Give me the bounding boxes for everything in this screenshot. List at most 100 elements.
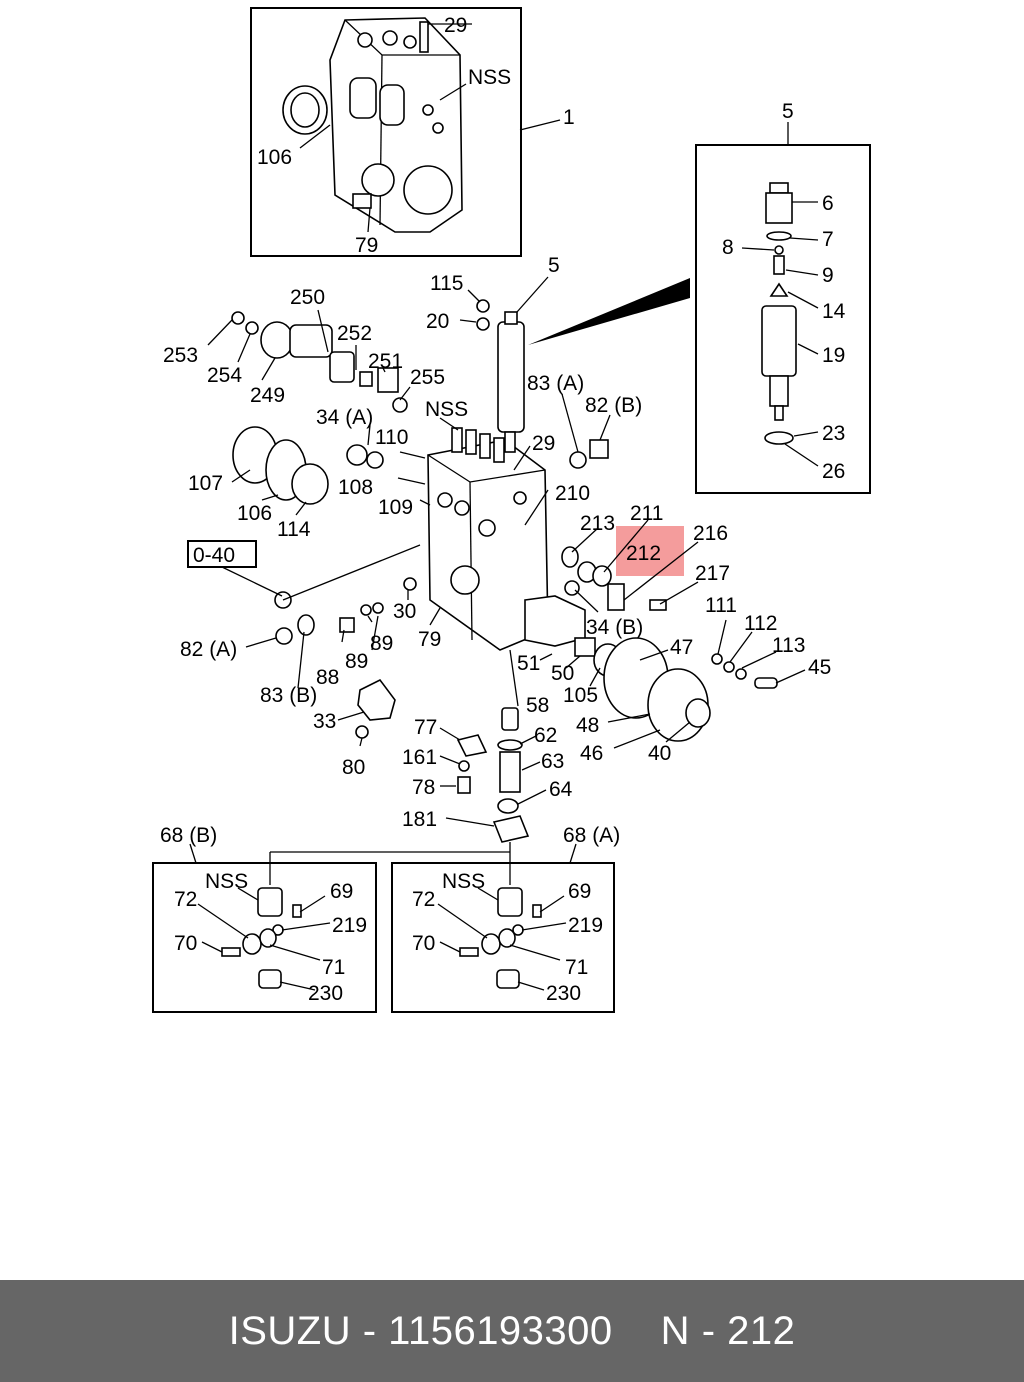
label-113: 113 — [772, 634, 805, 657]
label-216: 216 — [693, 522, 728, 545]
label-5: 5 — [548, 254, 560, 277]
label-nss: NSS — [468, 66, 511, 89]
inset-delivery-valve-box — [695, 144, 871, 494]
label-20: 20 — [426, 310, 449, 333]
label-nss: NSS — [442, 870, 485, 893]
label-88: 88 — [316, 666, 339, 689]
label-69: 69 — [568, 880, 591, 903]
label-nss: NSS — [205, 870, 248, 893]
inset-pump-housing-box — [250, 7, 522, 257]
label-71: 71 — [565, 956, 588, 979]
label-29: 29 — [444, 14, 467, 37]
label-78: 78 — [412, 776, 435, 799]
label-77: 77 — [414, 716, 437, 739]
label-9: 9 — [822, 264, 834, 287]
label-211: 211 — [630, 502, 663, 525]
label-46: 46 — [580, 742, 603, 765]
delivery-valve-drawing — [761, 182, 797, 445]
exploded-parts-diagram: 29 NSS 1 106 79 5 6 7 8 9 14 19 23 26 11… — [152, 7, 871, 1013]
separator: - — [362, 1308, 377, 1353]
label-48: 48 — [576, 714, 599, 737]
label-219: 219 — [568, 914, 603, 937]
label-8: 8 — [722, 236, 734, 259]
label-63: 63 — [541, 750, 564, 773]
part-labels: 29 NSS 1 106 79 5 6 7 8 9 14 19 23 26 11… — [160, 14, 846, 1005]
label-26: 26 — [822, 460, 845, 483]
label-181: 181 — [402, 808, 437, 831]
label-115: 115 — [430, 272, 463, 295]
lower-parts-drawing — [269, 707, 530, 885]
pump-housing-drawing — [282, 17, 463, 233]
label-89: 89 — [370, 632, 393, 655]
label-72: 72 — [174, 888, 197, 911]
label-5: 5 — [782, 100, 794, 123]
label-79: 79 — [355, 234, 378, 257]
label-105: 105 — [563, 684, 598, 707]
ref-prefix: N — [660, 1308, 691, 1353]
label-6: 6 — [822, 192, 834, 215]
label-82-b: 82 (B) — [585, 394, 642, 417]
label-249: 249 — [250, 384, 285, 407]
label-70: 70 — [174, 932, 197, 955]
label-51: 51 — [517, 652, 540, 675]
label-114: 114 — [277, 518, 311, 541]
label-107: 107 — [188, 472, 223, 495]
label-251: 251 — [368, 350, 403, 373]
highlight-212 — [616, 526, 684, 576]
inset-68a-parts — [459, 887, 542, 989]
label-106: 106 — [257, 146, 292, 169]
label-33: 33 — [313, 710, 336, 733]
label-230: 230 — [308, 982, 343, 1005]
label-19: 19 — [822, 344, 845, 367]
label-47: 47 — [670, 636, 693, 659]
label-83-b: 83 (B) — [260, 684, 317, 707]
label-40: 40 — [648, 742, 671, 765]
label-106: 106 — [237, 502, 272, 525]
label-70: 70 — [412, 932, 435, 955]
brand-name: ISUZU — [228, 1308, 352, 1353]
label-50: 50 — [551, 662, 574, 685]
label-252: 252 — [337, 322, 372, 345]
label-nss: NSS — [425, 398, 468, 421]
ref-number: 212 — [727, 1308, 796, 1353]
label-210: 210 — [555, 482, 590, 505]
separator: - — [701, 1308, 716, 1353]
label-108: 108 — [338, 476, 373, 499]
label-217: 217 — [695, 562, 730, 585]
label-110: 110 — [375, 426, 408, 449]
label-58: 58 — [526, 694, 549, 717]
label-68-b: 68 (B) — [160, 824, 217, 847]
label-34-b: 34 (B) — [586, 616, 643, 639]
label-29: 29 — [532, 432, 555, 455]
label-89: 89 — [345, 650, 368, 673]
label-23: 23 — [822, 422, 845, 445]
label-253: 253 — [163, 344, 198, 367]
label-7: 7 — [822, 228, 834, 251]
label-230: 230 — [546, 982, 581, 1005]
label-111: 111 — [705, 594, 737, 617]
label-0-40: 0-40 — [193, 544, 235, 567]
label-62: 62 — [534, 724, 557, 747]
label-109: 109 — [378, 496, 413, 519]
leader-lines — [189, 23, 819, 991]
label-79: 79 — [418, 628, 441, 651]
label-71: 71 — [322, 956, 345, 979]
label-45: 45 — [808, 656, 831, 679]
label-72: 72 — [412, 888, 435, 911]
inset-68b-parts — [221, 887, 302, 989]
label-1: 1 — [563, 106, 575, 129]
label-30: 30 — [393, 600, 416, 623]
inset-68b-box — [152, 862, 377, 1013]
main-pump-drawing — [427, 311, 778, 742]
label-83-a: 83 (A) — [527, 372, 584, 395]
label-213: 213 — [580, 512, 615, 535]
label-161: 161 — [402, 746, 437, 769]
inset-68a-box — [391, 862, 615, 1013]
label-112: 112 — [744, 612, 777, 635]
label-80: 80 — [342, 756, 365, 779]
label-212: 212 — [626, 542, 661, 565]
label-64: 64 — [549, 778, 573, 801]
callout-wedge — [528, 278, 690, 345]
label-254: 254 — [207, 364, 242, 387]
label-82-a: 82 (A) — [180, 638, 237, 661]
